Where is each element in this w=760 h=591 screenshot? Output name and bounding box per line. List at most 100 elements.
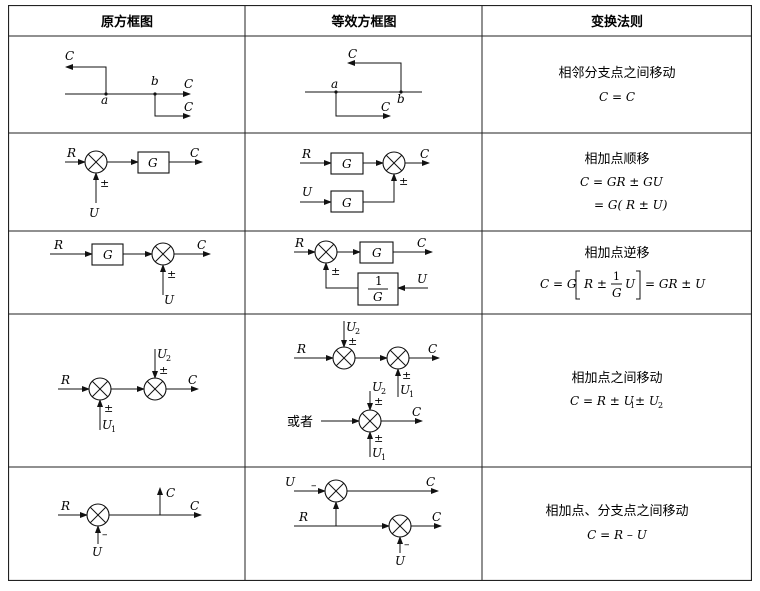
signal-c: C	[420, 147, 429, 161]
rule-formula: C = R ± U	[570, 394, 635, 408]
signal-r: R	[298, 510, 308, 524]
rule-fraction-den: G	[612, 286, 622, 300]
sign-pm: ±	[374, 432, 383, 445]
row1-equivalent-diagram: C a b C	[305, 47, 422, 119]
sign-pm: ±	[159, 364, 168, 377]
point-b: b	[397, 92, 405, 106]
rule-formula-left: C = G	[540, 277, 577, 291]
header-equivalent: 等效方框图	[330, 14, 396, 30]
signal-r: R	[60, 499, 70, 513]
signal-u: U	[164, 293, 175, 307]
point-b: b	[151, 74, 159, 88]
row3-original-diagram: R G C ± U	[50, 238, 211, 307]
rule-title: 相加点逆移	[584, 245, 649, 261]
sign-pm: ±	[348, 335, 357, 348]
rule-formula-cont: = G( R ± U)	[594, 198, 668, 212]
row5-equivalent-diagram: U – C R C – U	[285, 475, 442, 568]
signal-u: U	[92, 545, 103, 559]
signal-u2: U	[157, 347, 168, 361]
subscript-2: 2	[355, 327, 360, 336]
point-a: a	[331, 77, 338, 91]
signal-c: C	[190, 146, 199, 160]
signal-c: C	[190, 499, 199, 513]
sign-pm: ±	[331, 265, 340, 278]
block-g: G	[342, 196, 352, 210]
signal-c: C	[412, 405, 421, 419]
signal-c: C	[381, 100, 390, 114]
rule-subscript-1: 1	[630, 401, 635, 410]
rule-fraction-num: 1	[613, 270, 620, 283]
rule-formula-inner: R ±	[583, 277, 607, 291]
block-g: G	[103, 248, 113, 262]
row2-original-diagram: R G C ± U	[65, 146, 203, 220]
sign-minus: –	[311, 479, 317, 492]
signal-c: C	[428, 342, 437, 356]
sign-pm: ±	[374, 395, 383, 408]
header-rule: 变换法则	[591, 14, 643, 30]
rule-formula: C = GR ± GU	[580, 175, 664, 189]
signal-r: R	[294, 236, 304, 250]
rule-formula: C = C	[599, 90, 635, 104]
sign-pm: ±	[100, 177, 109, 190]
subscript-2: 2	[381, 387, 386, 396]
signal-r: R	[53, 238, 63, 252]
row5-rule: 相加点、分支点之间移动 C = R – U	[545, 504, 688, 542]
signal-c: C	[188, 373, 197, 387]
row2-equivalent-diagram: R G C ± U G	[300, 147, 430, 213]
signal-u1: U	[372, 446, 383, 460]
fraction-one: 1	[375, 274, 383, 288]
signal-u: U	[395, 554, 406, 568]
or-label: 或者	[287, 415, 313, 430]
table-grid	[7, 4, 753, 582]
subscript-1: 1	[111, 425, 116, 434]
transform-table: 原方框图 等效方框图 变换法则 C a b C C C a b C 相邻分支点之…	[7, 4, 753, 582]
sign-pm: ±	[399, 175, 408, 188]
subscript-2: 2	[166, 354, 171, 363]
sign-pm: ±	[402, 369, 411, 382]
rule-formula-u: U	[625, 277, 636, 291]
signal-c: C	[184, 100, 193, 114]
rule-formula-cont: ± U	[635, 394, 660, 408]
block-g: G	[342, 157, 352, 171]
signal-u: U	[89, 206, 100, 220]
row3-rule: 相加点逆移 C = G R ± 1 G U = GR ± U	[540, 245, 706, 300]
rule-title: 相邻分支点之间移动	[558, 66, 675, 81]
rule-formula-right: = GR ± U	[645, 277, 706, 291]
signal-u2: U	[346, 320, 357, 334]
block-g: G	[372, 246, 382, 260]
subscript-1: 1	[409, 390, 414, 399]
signal-c: C	[426, 475, 435, 489]
row5-original-diagram: R C C – U	[58, 486, 202, 559]
signal-c: C	[166, 486, 175, 500]
signal-u2: U	[372, 380, 383, 394]
signal-r: R	[296, 342, 306, 356]
row3-equivalent-diagram: R G C ± 1 G U	[294, 236, 433, 306]
row4-original-diagram: R C ± U 1 U 2 ±	[58, 347, 199, 434]
signal-u: U	[285, 475, 296, 489]
signal-c: C	[348, 47, 357, 61]
row1-original-diagram: C a b C C	[65, 49, 193, 119]
signal-u: U	[417, 272, 428, 286]
signal-c: C	[65, 49, 74, 63]
sign-pm: ±	[167, 268, 176, 281]
header-original: 原方框图	[101, 14, 153, 30]
signal-c: C	[417, 236, 426, 250]
signal-c: C	[184, 77, 193, 91]
sign-pm: ±	[104, 402, 113, 415]
signal-r: R	[60, 373, 70, 387]
row1-rule: 相邻分支点之间移动 C = C	[558, 66, 675, 104]
signal-c: C	[432, 510, 441, 524]
row4-equivalent-diagram: R C U 2 ± ± U 1 或者 C U 2 ± ± U 1	[287, 320, 440, 462]
signal-r: R	[301, 147, 311, 161]
sign-minus: –	[404, 538, 410, 551]
rule-subscript-2: 2	[658, 401, 663, 410]
rule-title: 相加点顺移	[584, 152, 649, 167]
signal-r: R	[66, 146, 76, 160]
fraction-g: G	[373, 290, 383, 304]
rule-title: 相加点之间移动	[571, 371, 662, 386]
rule-title: 相加点、分支点之间移动	[545, 504, 688, 519]
subscript-1: 1	[381, 453, 386, 462]
signal-u: U	[302, 185, 313, 199]
table-svg: 原方框图 等效方框图 变换法则 C a b C C C a b C 相邻分支点之…	[7, 4, 753, 582]
signal-c: C	[197, 238, 206, 252]
